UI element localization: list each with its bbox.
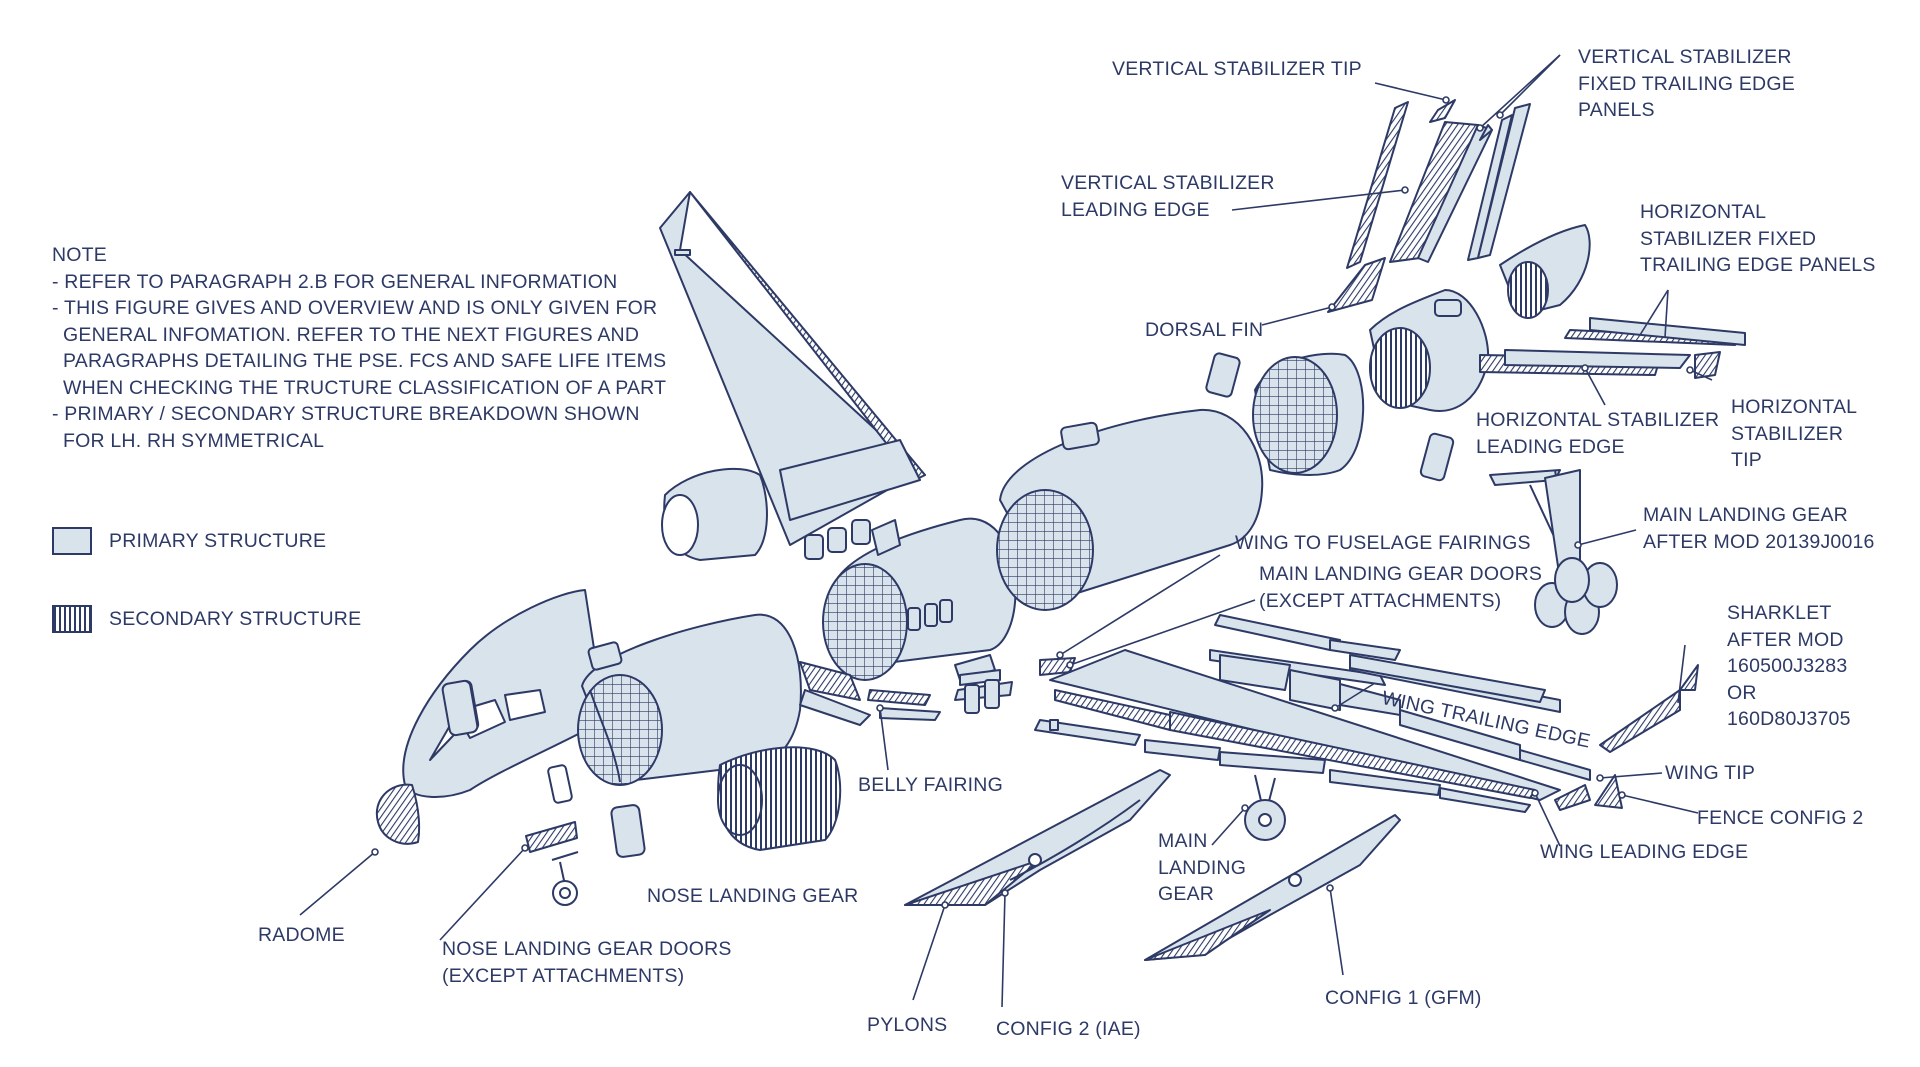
nose-section [375, 589, 646, 906]
label-sharklet: SHARKLET AFTER MOD 160500J3283 OR 160D80… [1727, 602, 1851, 730]
label-wing-to-fuselage-fairings: WING TO FUSELAGE FAIRINGS [1235, 532, 1531, 554]
label-vertical-stabilizer-fixed-te: VERTICAL STABILIZER FIXED TRAILING EDGE … [1578, 46, 1795, 121]
note-line-2: - THIS FIGURE GIVES AND OVERVIEW AND IS … [52, 297, 658, 319]
note-line-7: FOR LH. RH SYMMETRICAL [63, 429, 325, 452]
upper-engine [661, 467, 768, 561]
legend-primary-swatch [52, 527, 92, 555]
radome-part [375, 783, 421, 845]
note-line-4: PARAGRAPHS DETAILING THE PSE. FCS AND SA… [63, 350, 667, 372]
note-block: NOTE - REFER TO PARAGRAPH 2.B FOR GENERA… [52, 242, 666, 454]
upper-wing [659, 191, 926, 561]
label-main-landing-gear-after-mod: MAIN LANDING GEAR AFTER MOD 20139J0016 [1643, 504, 1875, 553]
note-line-5: WHEN CHECKING THE TRUCTURE CLASSIFICATIO… [63, 376, 667, 399]
legend-secondary-swatch [52, 605, 92, 633]
label-main-landing-gear-doors: MAIN LANDING GEAR DOORS (EXCEPT ATTACHME… [1259, 563, 1543, 612]
rear-fuselage [1205, 224, 1591, 482]
label-nose-landing-gear: NOSE LANDING GEAR [647, 885, 859, 907]
lower-wing [954, 614, 1591, 813]
leader-lines [299, 54, 1713, 1008]
label-horizontal-stabilizer-le: HORIZONTAL STABILIZER LEADING EDGE [1476, 409, 1720, 458]
label-vertical-stabilizer-tip: VERTICAL STABILIZER TIP [1112, 58, 1362, 80]
pylon-config-1 [1144, 814, 1401, 961]
note-line-1: - REFER TO PARAGRAPH 2.B FOR GENERAL INF… [52, 270, 618, 293]
lower-engine [717, 746, 842, 851]
label-dorsal-fin: DORSAL FIN [1145, 319, 1264, 341]
aft-fuselage [996, 408, 1264, 611]
legend-secondary-label: SECONDARY STRUCTURE [109, 608, 362, 630]
legend-primary-label: PRIMARY STRUCTURE [109, 530, 327, 552]
label-nose-landing-gear-doors: NOSE LANDING GEAR DOORS (EXCEPT ATTACHME… [442, 938, 732, 987]
label-wing-leading-edge: WING LEADING EDGE [1540, 841, 1749, 863]
vertical-stabilizer [1327, 99, 1531, 313]
note-line-6: - PRIMARY / SECONDARY STRUCTURE BREAKDOW… [52, 403, 640, 425]
forward-fuselage [577, 613, 802, 786]
label-main-landing-gear: MAIN LANDING GEAR [1158, 830, 1247, 905]
note-title: NOTE [52, 244, 107, 266]
label-radome: RADOME [258, 924, 345, 946]
label-config-2-iae: CONFIG 2 (IAE) [996, 1018, 1141, 1040]
label-fence-config-2: FENCE CONFIG 2 [1697, 807, 1864, 829]
label-horizontal-stabilizer-fixed-te: HORIZONTAL STABILIZER FIXED TRAILING EDG… [1640, 201, 1876, 276]
center-fuselage [822, 517, 1017, 681]
main-landing-gear-after-mod [1489, 469, 1618, 635]
label-wing-tip: WING TIP [1665, 762, 1756, 784]
belly-fairing-parts [799, 661, 1001, 726]
wing-tip-parts [1554, 664, 1699, 811]
horizontal-stabilizer [1479, 317, 1746, 379]
label-belly-fairing: BELLY FAIRING [858, 774, 1003, 796]
label-config-1-gfm: CONFIG 1 (GFM) [1325, 987, 1482, 1009]
nose-landing-gear-part [551, 851, 579, 906]
label-horizontal-stabilizer-tip: HORIZONTAL STABILIZER TIP [1731, 396, 1858, 471]
main-landing-gear [1244, 774, 1286, 841]
note-line-3: GENERAL INFOMATION. REFER TO THE NEXT FI… [63, 323, 640, 346]
label-vertical-stabilizer-le: VERTICAL STABILIZER LEADING EDGE [1061, 172, 1275, 221]
label-pylons: PYLONS [867, 1014, 948, 1036]
